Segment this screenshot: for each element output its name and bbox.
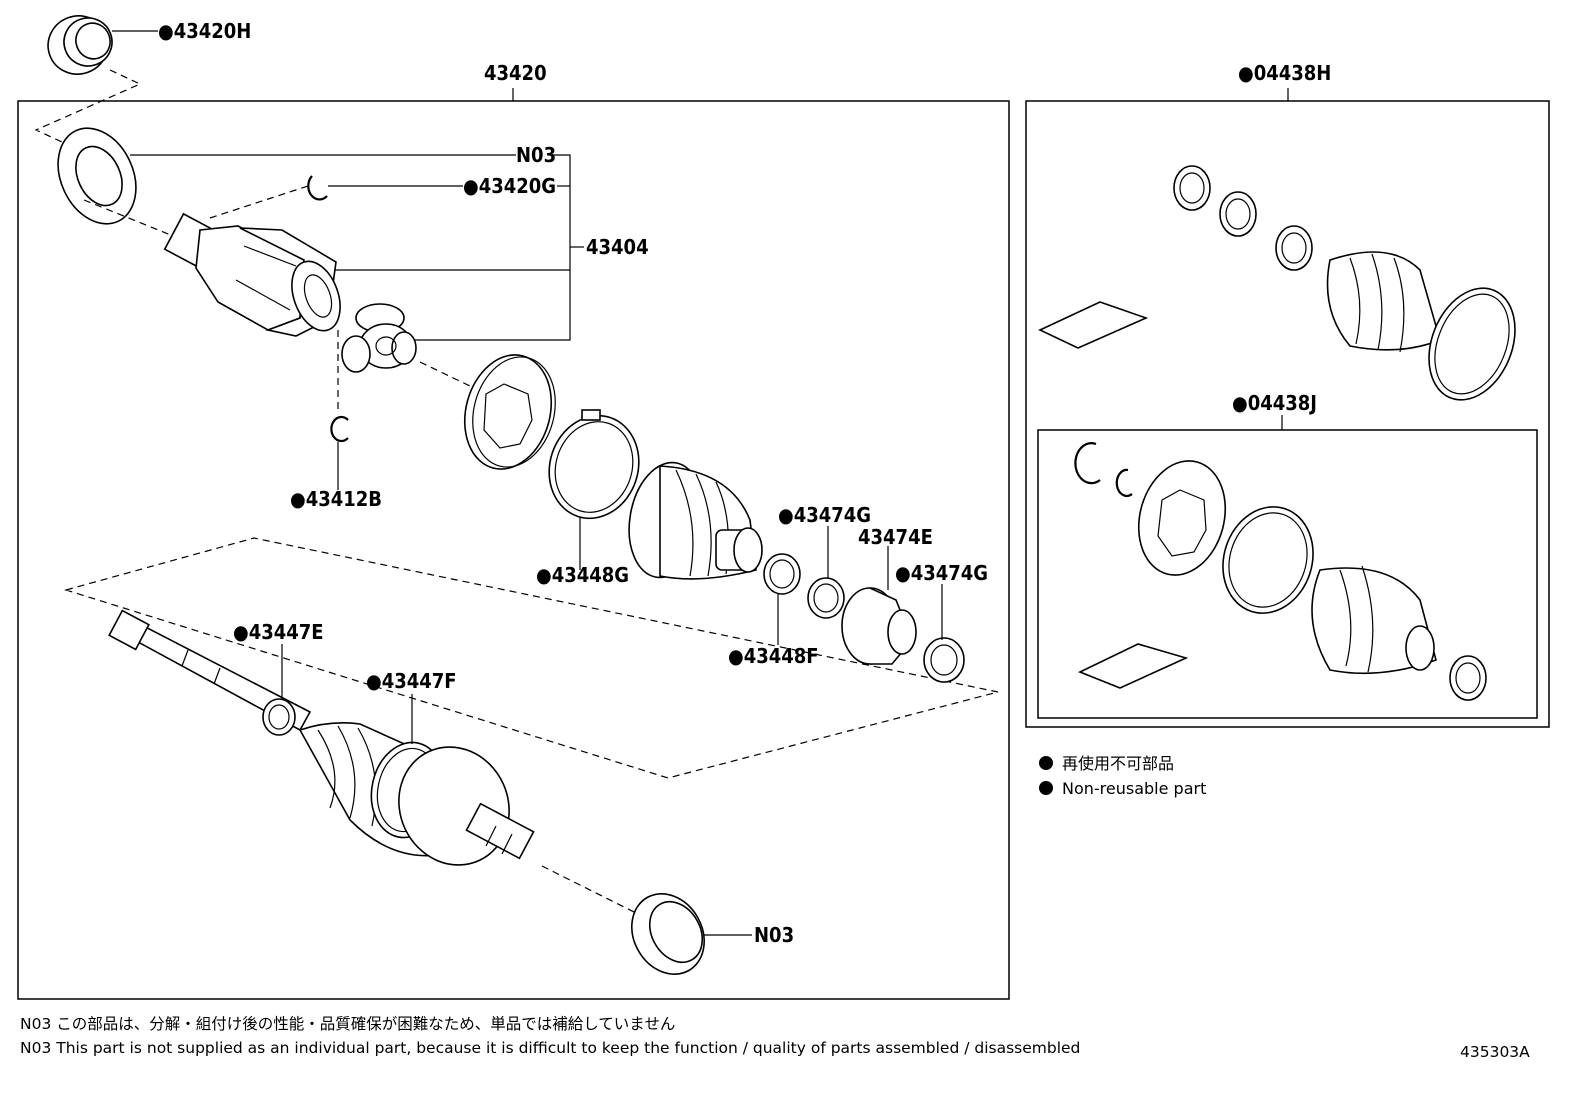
dynamic-damper-43474E <box>841 587 917 665</box>
outer-seal-43420H <box>47 15 113 75</box>
dust-seal-n03-bottom <box>631 893 705 975</box>
bearing-plate <box>463 354 556 470</box>
label-04438H: ●04438H <box>1238 61 1331 85</box>
label-43447E: ●43447E <box>233 620 324 644</box>
label-43420: 43420 <box>484 61 547 85</box>
label-43412B: ●43412B <box>290 487 382 511</box>
tripod-joint <box>341 303 417 373</box>
small-clamp-43474G-b <box>923 637 965 683</box>
boot-clamp-43448G <box>548 409 640 520</box>
label-n03-bottom: N03 <box>754 923 794 947</box>
kit-04438J-parts <box>1074 442 1487 701</box>
outer-cv-joint <box>398 746 535 866</box>
label-43404: 43404 <box>586 235 649 259</box>
label-43474G-a: ●43474G <box>778 503 871 527</box>
label-43448G: ●43448G <box>536 563 629 587</box>
label-04438J: ●04438J <box>1232 391 1317 415</box>
small-clamp-43448F <box>763 553 801 595</box>
outer-clamp-43447E <box>262 698 296 736</box>
snap-ring-43412B <box>330 415 349 443</box>
legend: 再使用不可部品 Non-reusable part <box>1039 754 1206 798</box>
inner-boot <box>628 461 763 580</box>
inner-boot-kit-frame <box>1037 429 1538 719</box>
label-43448F: ●43448F <box>728 644 819 668</box>
note-en: N03 This part is not supplied as an indi… <box>20 1039 1080 1057</box>
snap-ring-43420G <box>307 175 328 201</box>
shaft-subassembly-outline <box>63 537 999 779</box>
label-43420G: ●43420G <box>463 174 556 198</box>
inner-joint-housing <box>163 212 341 337</box>
label-43420H: ●43420H <box>158 19 251 43</box>
label-n03-top: N03 <box>516 143 556 167</box>
small-clamp-43474G-a <box>807 577 845 619</box>
legend-jp: 再使用不可部品 <box>1062 754 1174 773</box>
dust-seal-n03-top <box>57 127 137 225</box>
diagram-code: 435303A <box>1460 1043 1530 1061</box>
label-43474G-b: ●43474G <box>895 561 988 585</box>
kit-04438H-parts <box>1038 165 1516 401</box>
note-jp: N03 この部品は、分解・組付け後の性能・品質確保が困難なため、単品では補給して… <box>20 1015 675 1033</box>
label-43474E: 43474E <box>858 525 933 549</box>
main-assembly-frame <box>17 100 1010 1000</box>
label-43447F: ●43447F <box>366 669 457 693</box>
legend-en: Non-reusable part <box>1062 779 1206 798</box>
drive-shaft <box>108 609 312 732</box>
